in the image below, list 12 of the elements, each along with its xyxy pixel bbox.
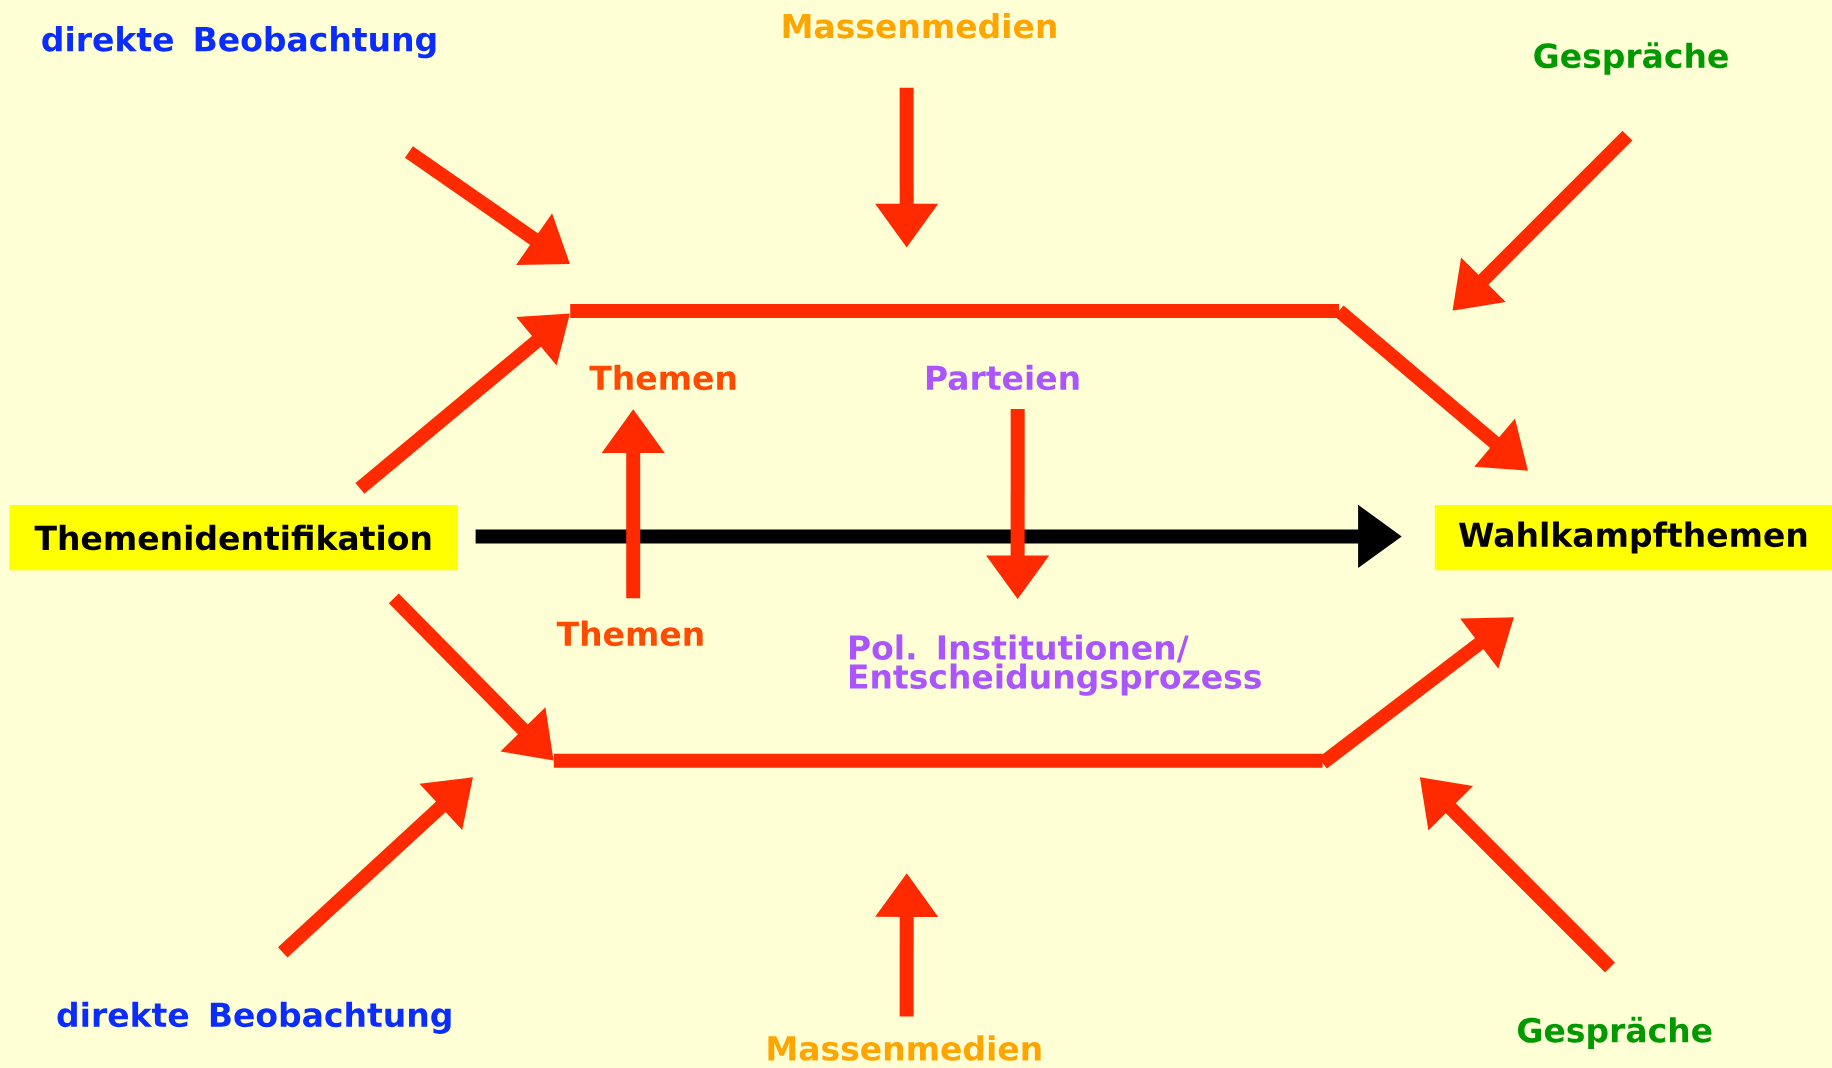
label: Parteien [926, 364, 1079, 391]
label: Massenmedien [783, 13, 1056, 39]
label: Gespräche [1518, 1016, 1712, 1050]
label: Massenmedien [768, 1035, 1041, 1061]
label-box: Wahlkampfthemen [1434, 504, 1832, 571]
label: direkte Beobachtung [57, 1001, 451, 1034]
label-box: Themenidentifikation [9, 504, 459, 571]
label: Pol. Institutionen/ Entscheidungsprozess [849, 634, 1261, 696]
label: Themen [556, 620, 703, 647]
label: Gespräche [1534, 42, 1728, 75]
label: Themen [589, 364, 736, 391]
label: direkte Beobachtung [42, 26, 436, 59]
